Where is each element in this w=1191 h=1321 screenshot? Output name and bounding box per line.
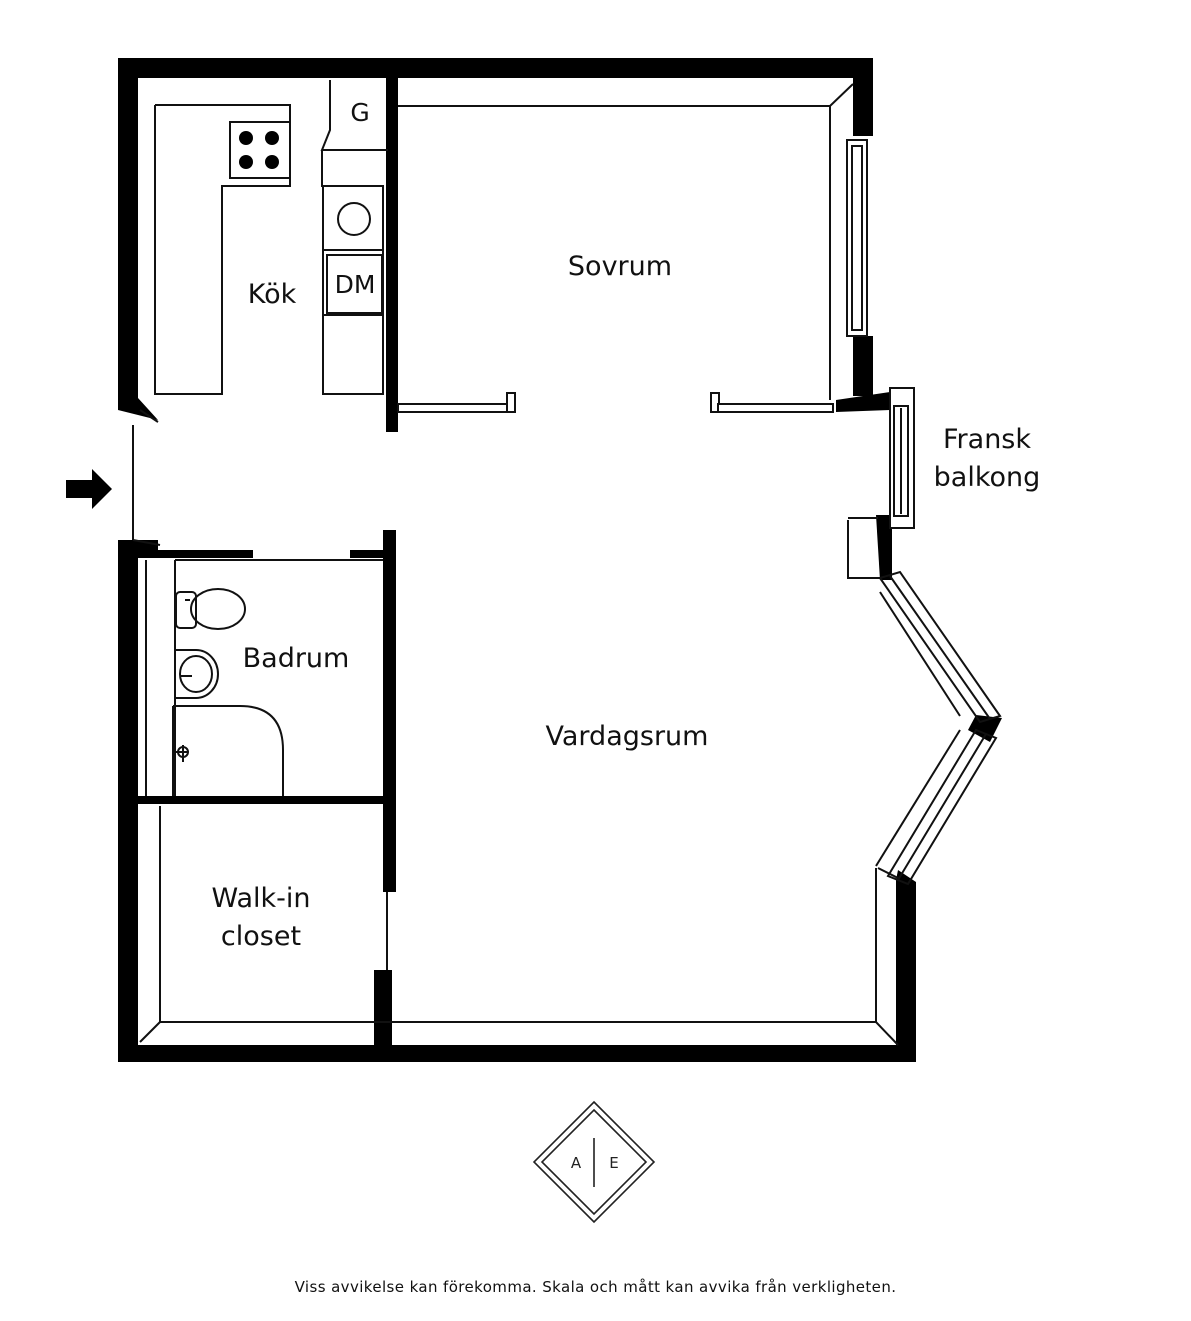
dishwasher-box [326, 254, 383, 314]
closet-label-line1: Walk-in [211, 883, 310, 914]
sink-basin [337, 202, 371, 236]
bay-windows [875, 570, 1002, 886]
room-labels: Kök Sovrum Fransk balkong Badrum Vardags… [211, 251, 1040, 952]
stove-icon [229, 121, 291, 179]
outer-walls [118, 58, 1002, 1062]
wall-inner-lines [132, 83, 899, 1046]
kitchen-label: Kök [248, 279, 297, 310]
fridge-label: G [350, 98, 369, 127]
shower-icon [176, 745, 189, 762]
balcony-label-line2: balkong [934, 462, 1041, 493]
living-room-label: Vardagsrum [546, 721, 709, 752]
entrance-arrow-icon [66, 469, 112, 509]
french-balcony-door [889, 387, 915, 529]
toilet-icon [175, 588, 246, 630]
dishwasher-label: DM [335, 270, 376, 299]
disclaimer-text: Viss avvikelse kan förekomma. Skala och … [294, 1278, 897, 1296]
sink-icon [176, 649, 219, 699]
bathroom-fixtures [172, 559, 383, 796]
logo-diamond-icon [532, 1100, 656, 1224]
balcony-label-line1: Fransk [943, 424, 1031, 455]
closet-label-line2: closet [221, 921, 301, 952]
bedroom-window [846, 139, 868, 337]
kitchen-fixtures [154, 80, 388, 395]
bedroom-door-frames [397, 392, 834, 413]
logo-letter-e: E [609, 1154, 618, 1172]
logo-letter-a: A [571, 1154, 582, 1172]
bathroom-label: Badrum [243, 643, 350, 674]
bedroom-label: Sovrum [568, 251, 672, 282]
